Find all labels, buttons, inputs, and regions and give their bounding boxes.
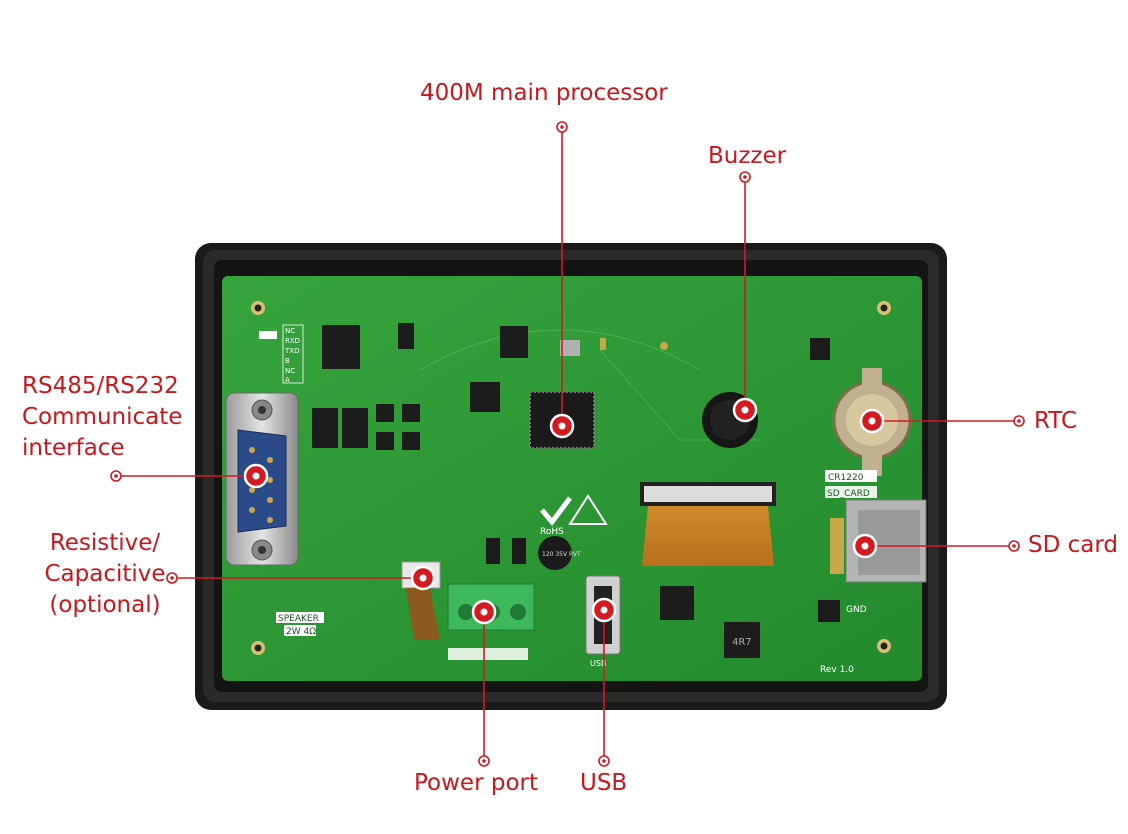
- gnd-text: GND: [846, 605, 867, 615]
- callout-markers: [243, 397, 885, 625]
- sd-card-slot: [830, 499, 927, 583]
- pin-label-nc2: NC: [285, 367, 295, 375]
- label-touch-line3: (optional): [49, 592, 161, 618]
- label-sd-card: SD card: [1028, 532, 1119, 558]
- end-dot-sdcard: [1008, 540, 1020, 552]
- rs485-pin-labels: NC RXD TXD B NC A: [259, 324, 304, 384]
- end-dot-rtc: [1013, 415, 1025, 427]
- end-dot-processor: [556, 121, 568, 133]
- marker-touch-target: [410, 565, 436, 591]
- marker-buzzer-target: [732, 397, 758, 423]
- label-buzzer: Buzzer: [708, 143, 787, 169]
- usb-silk: USB: [590, 659, 606, 668]
- label-rs485: RS485/RS232 Communicate interface: [22, 371, 182, 464]
- power-terminal-block: [447, 583, 535, 660]
- label-touch-line1: Resistive/: [49, 530, 161, 556]
- label-rs485-line2: Communicate: [22, 404, 183, 430]
- marker-usb-target: [591, 597, 617, 623]
- label-main-processor: 400M main processor: [420, 80, 668, 106]
- label-power-port: Power port: [414, 770, 538, 796]
- pin-label-a: A: [285, 376, 290, 384]
- marker-power-target: [471, 599, 497, 625]
- label-rs485-line3: interface: [22, 435, 125, 461]
- callout-end-dots: [110, 121, 1025, 767]
- callout-leaders: [116, 127, 1019, 761]
- electrolytic-capacitor: 120 35V RVT: [538, 536, 581, 570]
- label-rs485-line1: RS485/RS232: [22, 373, 179, 399]
- pin-label-rxd: RXD: [285, 337, 300, 345]
- marker-processor-target: [549, 413, 575, 439]
- marker-rtc-target: [859, 408, 885, 434]
- components: 4R7: [312, 323, 840, 658]
- rtc-battery-holder: CR1220 SD_CARD: [825, 368, 912, 499]
- marker-sdcard-target: [852, 533, 878, 559]
- label-usb: USB: [580, 770, 628, 796]
- lcd-flex-cable: [640, 482, 776, 566]
- end-dot-touch: [166, 572, 178, 584]
- pin-label-nc1: NC: [285, 327, 295, 335]
- pin-label-txd: TXD: [284, 347, 299, 355]
- end-dot-rs485: [110, 470, 122, 482]
- rohs-text: RoHS: [540, 527, 564, 537]
- end-dot-buzzer: [739, 171, 751, 183]
- inductor-label: 4R7: [732, 637, 752, 648]
- speaker-text: SPEAKER: [278, 614, 319, 624]
- end-dot-usb: [598, 755, 610, 767]
- label-touch: Resistive/ Capacitive (optional): [40, 528, 170, 621]
- label-rtc: RTC: [1034, 408, 1078, 434]
- end-dot-power: [478, 755, 490, 767]
- cr1220-silk: CR1220: [828, 473, 864, 483]
- pin-label-b: B: [285, 357, 290, 365]
- sd-card-silk: SD_CARD: [827, 489, 870, 499]
- label-touch-line2: Capacitive: [44, 561, 166, 587]
- capacitor-label: 120 35V RVT: [542, 551, 581, 558]
- marker-rs485-target: [243, 463, 269, 489]
- rev-text: Rev 1.0: [820, 665, 854, 675]
- rohs-mark: RoHS: [540, 494, 608, 537]
- speaker-spec: 2W 4Ω: [286, 627, 316, 637]
- speaker-silk: SPEAKER 2W 4Ω: [276, 612, 324, 637]
- rev-silk: Rev 1.0 GND: [820, 605, 867, 675]
